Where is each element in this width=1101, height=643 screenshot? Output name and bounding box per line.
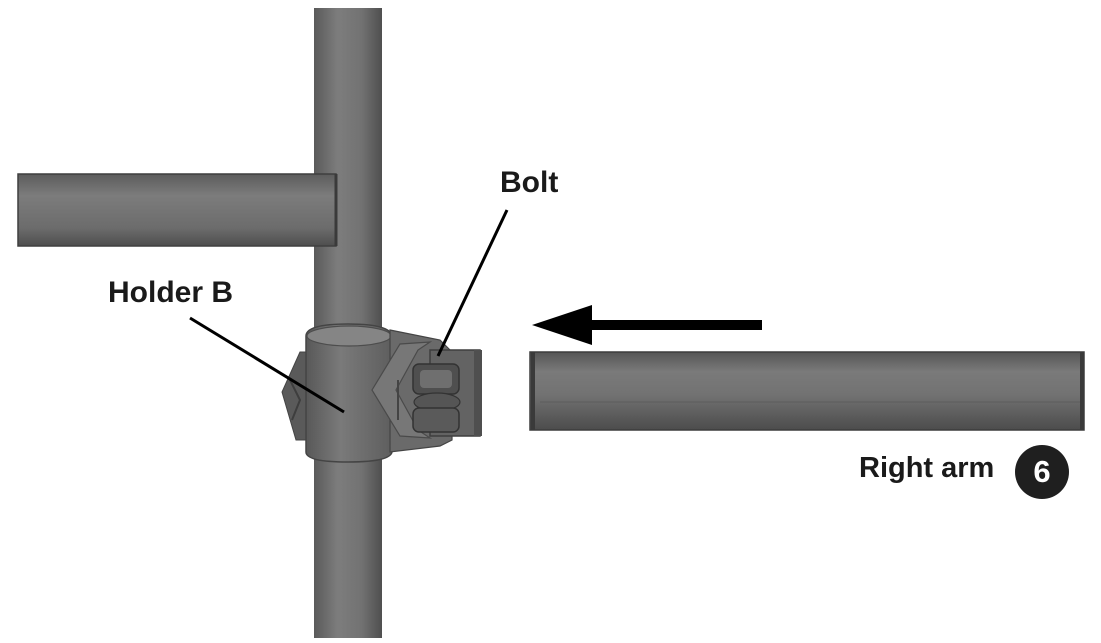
holder-b-label: Holder B: [108, 276, 234, 309]
holder-b: [281, 323, 482, 463]
crossbar: [18, 174, 336, 246]
bolt-leader-line: [436, 209, 509, 357]
right-arm-label: Right arm: [859, 452, 995, 484]
vertical-pole: [314, 8, 382, 638]
step-number-badge: 6: [1015, 445, 1069, 499]
left-arrow-icon: [532, 305, 762, 345]
holder-leader-line: [189, 316, 345, 414]
right-arm-tube: [529, 351, 1085, 431]
bolt-label: Bolt: [500, 166, 559, 199]
